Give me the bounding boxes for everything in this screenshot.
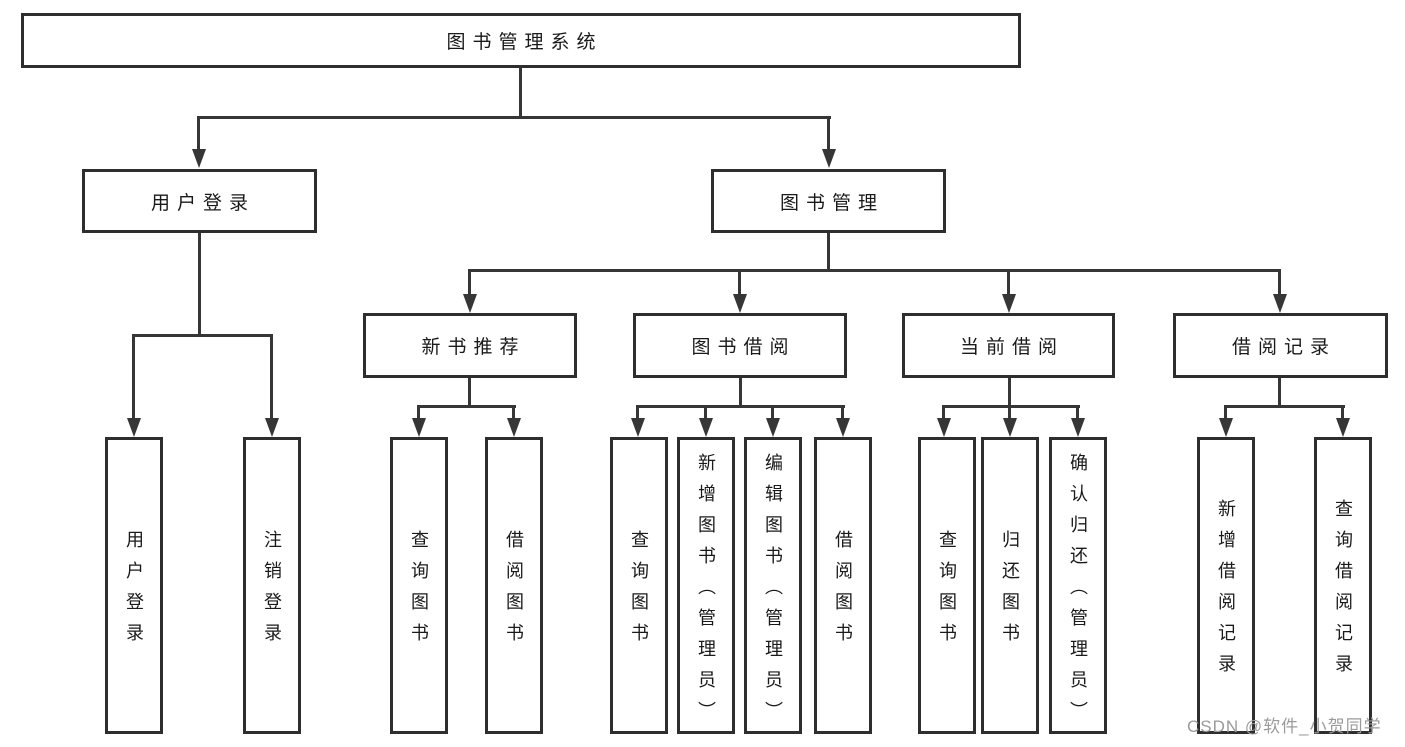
connector-line xyxy=(417,405,516,408)
node-query-books-borrow: 查询图书 xyxy=(610,437,668,734)
arrow-down-icon xyxy=(127,418,141,437)
connector-line xyxy=(132,334,273,337)
node-label: 归还图书 xyxy=(1000,530,1020,654)
node-logout-action: 注销登录 xyxy=(243,437,301,734)
connector-line xyxy=(1224,405,1227,419)
connector-line xyxy=(1224,405,1345,408)
connector-line xyxy=(270,334,273,418)
node-label: 注销登录 xyxy=(262,530,282,654)
node-label: 查询借阅记录 xyxy=(1333,499,1353,685)
connector-line xyxy=(132,334,135,418)
node-user-login: 用户登录 xyxy=(82,169,317,233)
connector-line xyxy=(512,405,515,419)
connector-line xyxy=(942,405,1080,408)
node-new-book-recommend: 新书推荐 xyxy=(363,313,577,378)
arrow-down-icon xyxy=(265,418,279,437)
node-borrow-books-recommend: 借阅图书 xyxy=(485,437,543,734)
arrow-down-icon xyxy=(412,418,426,437)
arrow-down-icon xyxy=(192,149,206,168)
connector-line xyxy=(738,269,741,295)
node-label: 用户登录 xyxy=(124,530,144,654)
watermark: CSDN @软件_小贺同学 xyxy=(1187,717,1382,736)
node-user-login-action: 用户登录 xyxy=(105,437,163,734)
connector-line xyxy=(1076,405,1079,419)
arrow-down-icon xyxy=(766,418,780,437)
node-label: 查询图书 xyxy=(409,530,429,654)
connector-line xyxy=(771,405,774,419)
arrow-down-icon xyxy=(699,418,713,437)
connector-line xyxy=(198,233,201,336)
connector-line xyxy=(197,116,831,119)
arrow-down-icon xyxy=(937,418,951,437)
node-label: 查询图书 xyxy=(937,530,957,654)
node-confirm-return-admin: 确认归还（管理员） xyxy=(1049,437,1107,734)
node-add-book-admin: 新增图书（管理员） xyxy=(677,437,735,734)
connector-line xyxy=(468,269,1281,272)
node-label: 借阅图书 xyxy=(504,530,524,654)
connector-line xyxy=(468,269,471,295)
arrow-down-icon xyxy=(1273,294,1287,313)
arrow-down-icon xyxy=(1336,418,1350,437)
node-label: 编辑图书（管理员） xyxy=(763,452,783,732)
node-borrow-books-action: 借阅图书 xyxy=(814,437,872,734)
connector-line xyxy=(827,233,830,272)
node-label: 借阅图书 xyxy=(833,530,853,654)
node-book-borrow: 图书借阅 xyxy=(633,313,847,378)
arrow-down-icon xyxy=(631,418,645,437)
node-query-books-current: 查询图书 xyxy=(918,437,976,734)
node-current-borrow: 当前借阅 xyxy=(902,313,1115,378)
node-label: 新增图书（管理员） xyxy=(696,452,716,732)
connector-line xyxy=(739,378,742,407)
node-edit-book-admin: 编辑图书（管理员） xyxy=(744,437,802,734)
connector-line xyxy=(942,405,945,419)
connector-line xyxy=(636,405,639,419)
node-add-borrow-record: 新增借阅记录 xyxy=(1197,437,1255,734)
node-label: 新增借阅记录 xyxy=(1216,499,1236,685)
arrow-down-icon xyxy=(1071,418,1085,437)
connector-line xyxy=(704,405,707,419)
connector-line xyxy=(1008,405,1011,419)
connector-line xyxy=(636,405,845,408)
arrow-down-icon xyxy=(733,294,747,313)
arrow-down-icon xyxy=(463,294,477,313)
node-library-system: 图书管理系统 xyxy=(21,13,1021,68)
connector-line xyxy=(827,116,830,150)
connector-line xyxy=(197,116,200,150)
connector-line xyxy=(468,378,471,407)
node-query-borrow-record: 查询借阅记录 xyxy=(1314,437,1372,734)
arrow-down-icon xyxy=(822,149,836,168)
connector-line xyxy=(1341,405,1344,419)
connector-line xyxy=(1278,269,1281,295)
connector-line xyxy=(841,405,844,419)
connector-line xyxy=(1007,269,1010,295)
arrow-down-icon xyxy=(836,418,850,437)
connector-line xyxy=(1278,378,1281,407)
node-book-management: 图书管理 xyxy=(711,169,946,233)
arrow-down-icon xyxy=(507,418,521,437)
arrow-down-icon xyxy=(1003,418,1017,437)
connector-line xyxy=(519,67,522,118)
node-return-book: 归还图书 xyxy=(981,437,1039,734)
node-borrow-records: 借阅记录 xyxy=(1173,313,1388,378)
node-label: 查询图书 xyxy=(629,530,649,654)
connector-line xyxy=(1008,378,1011,407)
node-label: 确认归还（管理员） xyxy=(1068,452,1088,732)
arrow-down-icon xyxy=(1219,418,1233,437)
arrow-down-icon xyxy=(1002,294,1016,313)
connector-line xyxy=(417,405,420,419)
node-query-books-recommend: 查询图书 xyxy=(390,437,448,734)
